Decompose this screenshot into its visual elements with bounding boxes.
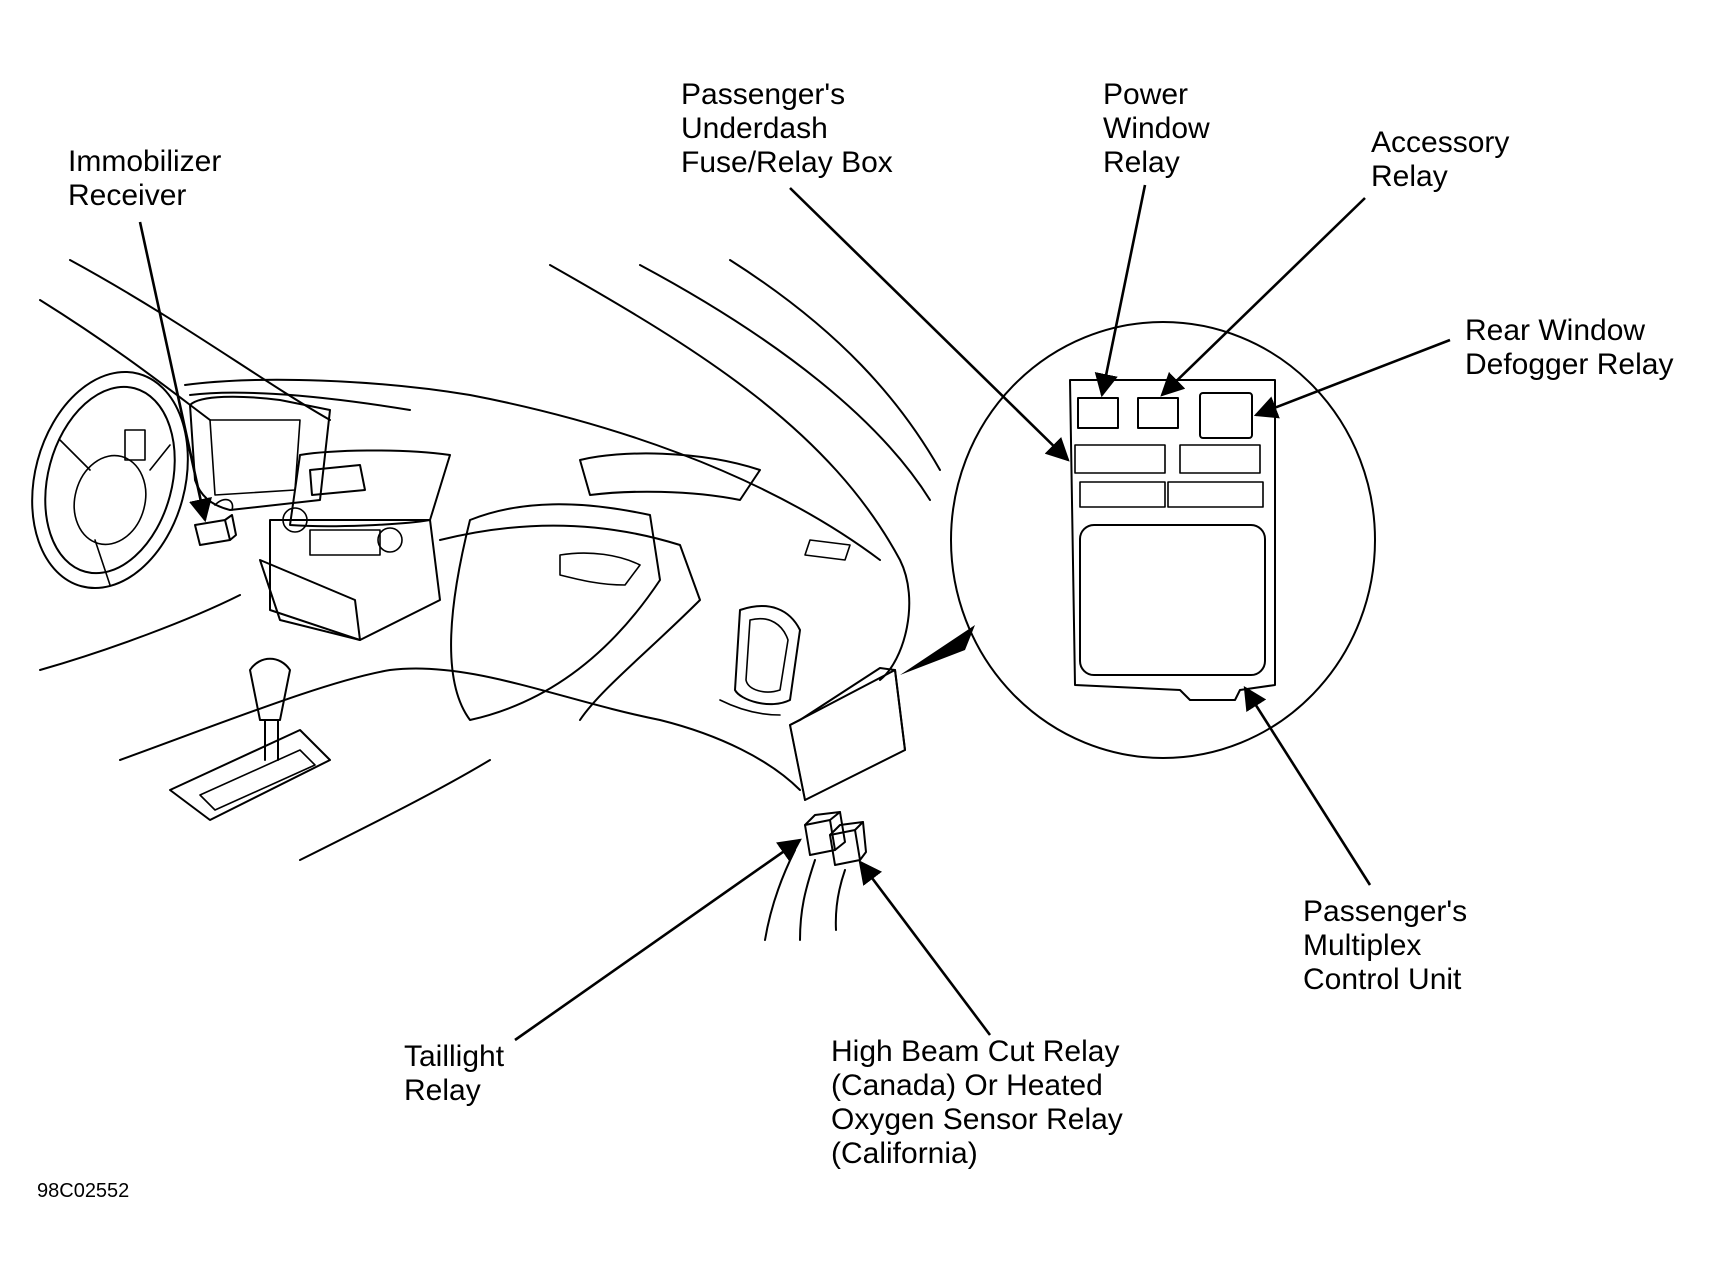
multiplex-unit-block — [1079, 524, 1266, 676]
rear-window-defogger-relay-label: Rear Window Defogger Relay — [1465, 314, 1674, 381]
leader-high-beam — [858, 860, 992, 1036]
steering-wheel — [31, 370, 189, 590]
relay-box-callout — [950, 321, 1376, 759]
leader-immobilizer — [138, 221, 212, 523]
immobilizer-receiver-label: Immobilizer Receiver — [68, 145, 222, 212]
fuse-box-outline — [1069, 379, 1276, 701]
power-window-relay-label: Power Window Relay — [1103, 78, 1210, 179]
accessory-relay-block — [1137, 397, 1179, 429]
leader-power-window — [1094, 184, 1147, 398]
leader-accessory — [1160, 197, 1366, 397]
leader-lines — [138, 184, 1451, 1042]
passenger-fuse-box-label: Passenger's Underdash Fuse/Relay Box — [681, 78, 893, 179]
power-window-relay-block — [1077, 397, 1119, 429]
dashboard-illustration — [31, 259, 975, 941]
rear-defogger-relay-block — [1199, 392, 1253, 439]
leader-taillight — [514, 838, 802, 1042]
figure-id: 98C02552 — [37, 1180, 130, 1202]
high-beam-cut-relay-label: High Beam Cut Relay (Canada) Or Heated O… — [831, 1035, 1123, 1170]
taillight-relay-label: Taillight Relay — [404, 1040, 505, 1107]
accessory-relay-label: Accessory Relay — [1371, 126, 1510, 193]
leader-fuse-box — [789, 187, 1070, 462]
passenger-multiplex-unit-label: Passenger's Multiplex Control Unit — [1303, 895, 1468, 996]
leader-rear-defogger — [1253, 338, 1451, 419]
leader-multiplex — [1243, 686, 1372, 886]
